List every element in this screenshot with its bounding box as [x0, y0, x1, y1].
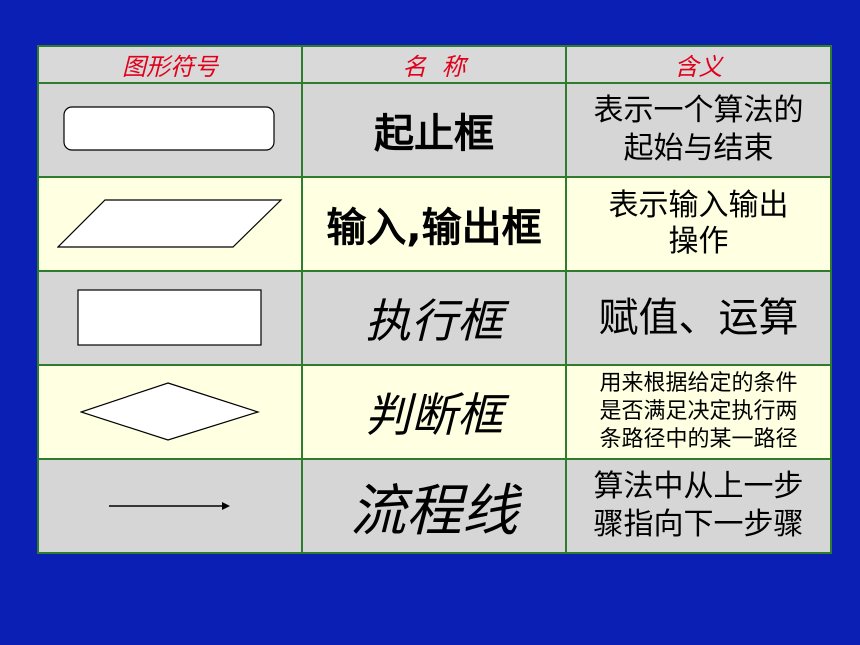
meaning-cell: 表示一个算法的 起始与结束 — [565, 82, 832, 178]
symbol-name: 输入,输出框 — [326, 205, 542, 251]
symbol-name: 起止框 — [374, 111, 494, 157]
symbol-cell — [37, 270, 303, 366]
meaning-line: 表示输入输出 — [608, 188, 789, 223]
meaning-line: 赋值、运算 — [598, 295, 799, 341]
meaning-line: 用来根据给定的条件 — [599, 371, 798, 396]
header-name: 名 称 — [301, 45, 567, 84]
diamond-shape-icon — [80, 382, 260, 441]
meaning-line: 骤指向下一步骤 — [593, 507, 804, 542]
header-row: 图形符号 名 称 含义 — [37, 45, 832, 84]
table-row: 输入,输出框 表示输入输出 操作 — [37, 176, 832, 272]
symbol-cell — [37, 364, 303, 460]
meaning-line: 操作 — [668, 224, 729, 259]
header-symbol: 图形符号 — [37, 45, 303, 84]
symbol-name: 执行框 — [365, 294, 503, 348]
symbol-cell — [37, 176, 303, 272]
table-row: 流程线 算法中从上一步 骤指向下一步骤 — [37, 458, 832, 554]
meaning-cell: 赋值、运算 — [565, 270, 832, 366]
table-row: 判断框 用来根据给定的条件 是否满足决定执行两 条路径中的某一路径 — [37, 364, 832, 460]
arrow-line-shape-icon — [109, 502, 230, 510]
table-row: 执行框 赋值、运算 — [37, 270, 832, 366]
name-cell: 判断框 — [301, 364, 567, 460]
meaning-line: 表示一个算法的 — [593, 93, 804, 128]
symbol-name: 判断框 — [365, 388, 503, 442]
name-cell: 输入,输出框 — [301, 176, 567, 272]
meaning-line: 条路径中的某一路径 — [599, 427, 798, 452]
name-cell: 起止框 — [301, 82, 567, 178]
header-meaning: 含义 — [565, 45, 832, 84]
table-row: 起止框 表示一个算法的 起始与结束 — [37, 82, 832, 178]
name-cell: 执行框 — [301, 270, 567, 366]
flowchart-symbol-table: 图形符号 名 称 含义 起止框 表示一个算法的 起始与结束 输入,输出框 — [37, 45, 832, 554]
symbol-cell — [37, 82, 303, 178]
meaning-line: 算法中从上一步 — [593, 469, 804, 504]
meaning-cell: 表示输入输出 操作 — [565, 176, 832, 272]
meaning-line: 是否满足决定执行两 — [599, 399, 798, 424]
meaning-line: 起始与结束 — [623, 131, 774, 166]
meaning-cell: 用来根据给定的条件 是否满足决定执行两 条路径中的某一路径 — [565, 364, 832, 460]
terminator-shape-icon — [63, 106, 275, 151]
rectangle-shape-icon — [77, 289, 262, 346]
parallelogram-shape-icon — [57, 199, 283, 248]
meaning-cell: 算法中从上一步 骤指向下一步骤 — [565, 458, 832, 554]
symbol-cell — [37, 458, 303, 554]
name-cell: 流程线 — [301, 458, 567, 554]
symbol-name: 流程线 — [350, 478, 518, 544]
